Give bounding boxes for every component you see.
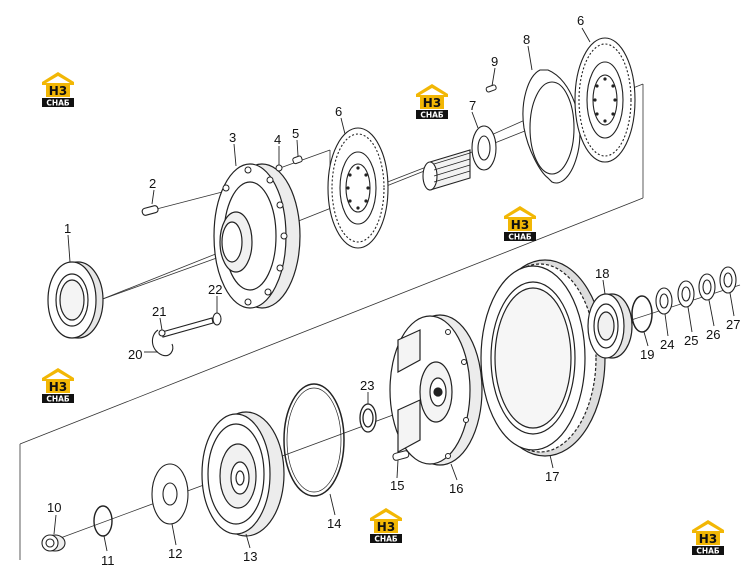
part-6-friction-disc-left [327, 127, 389, 249]
part-labels: 1 2 3 4 5 6 7 8 9 6 10 11 12 13 14 15 16… [47, 13, 740, 568]
part-14-o-ring [283, 383, 345, 497]
part-19-snap-ring [631, 295, 653, 333]
part-11-snap-ring [93, 505, 113, 537]
label-part-9: 9 [491, 54, 498, 69]
leader-lines [53, 27, 735, 552]
logo-wordmark: CHAБ [420, 111, 444, 120]
label-part-14: 14 [327, 516, 341, 531]
label-part-25: 25 [684, 333, 698, 348]
part-16-carrier [389, 314, 483, 466]
logo-wordmark: CHAБ [46, 395, 70, 404]
label-part-2: 2 [149, 176, 156, 191]
logo-mark: H3 [49, 380, 67, 394]
label-part-5: 5 [292, 126, 299, 141]
label-part-26: 26 [706, 327, 720, 342]
logo-wordmark: CHAБ [46, 99, 70, 108]
part-21-long-pin [161, 317, 214, 338]
label-part-27: 27 [726, 317, 740, 332]
part-10-small-bearing [41, 534, 66, 552]
logo-mark: H3 [511, 218, 529, 232]
label-part-4: 4 [274, 132, 281, 147]
logo-wordmark: CHAБ [374, 535, 398, 544]
part-18-bearing [587, 293, 633, 359]
label-part-1: 1 [64, 221, 71, 236]
label-part-3: 3 [229, 130, 236, 145]
part-25-shim [677, 280, 695, 308]
part-23-seal-ring [359, 403, 377, 433]
label-part-10: 10 [47, 500, 61, 515]
part-9-pin [485, 84, 497, 93]
label-part-16: 16 [449, 481, 463, 496]
logo-mark: H3 [423, 96, 441, 110]
label-part-18: 18 [595, 266, 609, 281]
label-part-6-left: 6 [335, 104, 342, 119]
label-part-13: 13 [243, 549, 257, 564]
label-part-20: 20 [128, 347, 142, 362]
part-12-washer [151, 463, 189, 525]
part-24-shim [655, 287, 673, 315]
label-part-12: 12 [168, 546, 182, 561]
label-part-17: 17 [545, 469, 559, 484]
label-part-22: 22 [208, 282, 222, 297]
label-part-19: 19 [640, 347, 654, 362]
label-part-21: 21 [152, 304, 166, 319]
part-8-separator-plate [522, 69, 581, 184]
label-part-11: 11 [101, 553, 115, 568]
part-6-friction-disc-right [574, 37, 636, 163]
logo-mark: H3 [49, 84, 67, 98]
label-part-6-right: 6 [577, 13, 584, 28]
part-27-shim [719, 266, 737, 294]
part-1-bearing [47, 261, 104, 339]
part-4-pin [275, 164, 283, 172]
logo-wordmark: CHAБ [508, 233, 532, 242]
label-part-15: 15 [390, 478, 404, 493]
part-2-pin [141, 205, 159, 216]
part-17-ring-gear [480, 259, 606, 457]
label-part-7: 7 [469, 98, 476, 113]
part-22-ring [212, 312, 222, 326]
part-3-housing [213, 163, 301, 309]
logo-mark: H3 [377, 520, 395, 534]
part-15-pin [392, 450, 410, 461]
part-26-shim [698, 273, 716, 301]
label-part-24: 24 [660, 337, 674, 352]
part-7-splined-shaft [422, 125, 497, 191]
part-13-hub [201, 411, 285, 537]
logo-wordmark: CHAБ [696, 547, 720, 556]
logo-mark: H3 [699, 532, 717, 546]
label-part-8: 8 [523, 32, 530, 47]
label-part-23: 23 [360, 378, 374, 393]
part-5-pin [292, 155, 303, 165]
